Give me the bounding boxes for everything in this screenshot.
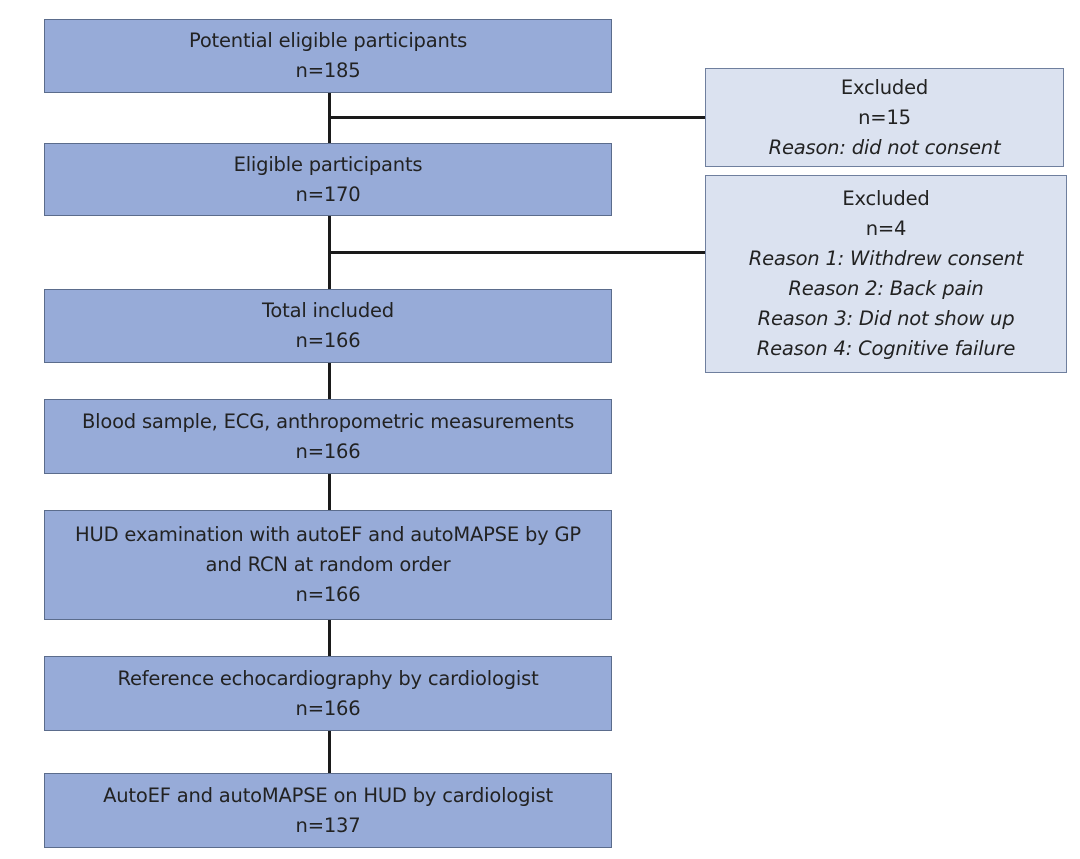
box-title: Reference echocardiography by cardiologi… [117,666,539,690]
excluded-reason-3: Reason 3: Did not show up [757,307,1015,330]
box-excluded-1: Excluded n=15 Reason: did not consent [705,68,1064,167]
connector-exclusion-2 [328,251,706,254]
box-count: n=166 [295,696,361,720]
excluded-title: Excluded [842,187,930,210]
box-blood-sample: Blood sample, ECG, anthropometric measur… [44,399,612,474]
box-title: Potential eligible participants [188,29,468,52]
box-title-line-2: and RCN at random order [205,553,451,576]
box-count: n=166 [295,329,361,352]
excluded-reason: Reason: did not consent [768,135,1001,159]
excluded-count: n=15 [858,105,911,129]
connector-exclusion-1 [328,116,706,119]
connector-3-4 [328,362,331,400]
box-title: Eligible participants [233,152,423,176]
box-count: n=137 [295,813,361,837]
box-count: n=170 [295,182,361,206]
box-title: Blood sample, ECG, anthropometric measur… [81,409,575,433]
excluded-reason-4: Reason 4: Cognitive failure [756,337,1016,360]
box-title-line-1: HUD examination with autoEF and autoMAPS… [75,523,581,546]
connector-6-7 [328,730,331,774]
box-potential-eligible: Potential eligible participants n=185 [44,19,612,93]
excluded-count: n=4 [865,217,907,240]
box-total-included: Total included n=166 [44,289,612,363]
box-count: n=166 [295,583,361,606]
box-hud-examination: HUD examination with autoEF and autoMAPS… [44,510,612,620]
box-title: Total included [262,299,394,322]
excluded-reason-2: Reason 2: Back pain [788,277,984,300]
box-eligible: Eligible participants n=170 [44,143,612,216]
excluded-reason-1: Reason 1: Withdrew consent [748,247,1024,270]
box-excluded-2: Excluded n=4 Reason 1: Withdrew consent … [705,175,1067,373]
box-count: n=185 [295,59,361,82]
connector-5-6 [328,619,331,657]
connector-4-5 [328,473,331,511]
box-title: AutoEF and autoMAPSE on HUD by cardiolog… [103,783,553,807]
excluded-title: Excluded [840,75,929,99]
box-cardiologist-hud: AutoEF and autoMAPSE on HUD by cardiolog… [44,773,612,848]
box-count: n=166 [295,439,361,463]
box-reference-echo: Reference echocardiography by cardiologi… [44,656,612,731]
